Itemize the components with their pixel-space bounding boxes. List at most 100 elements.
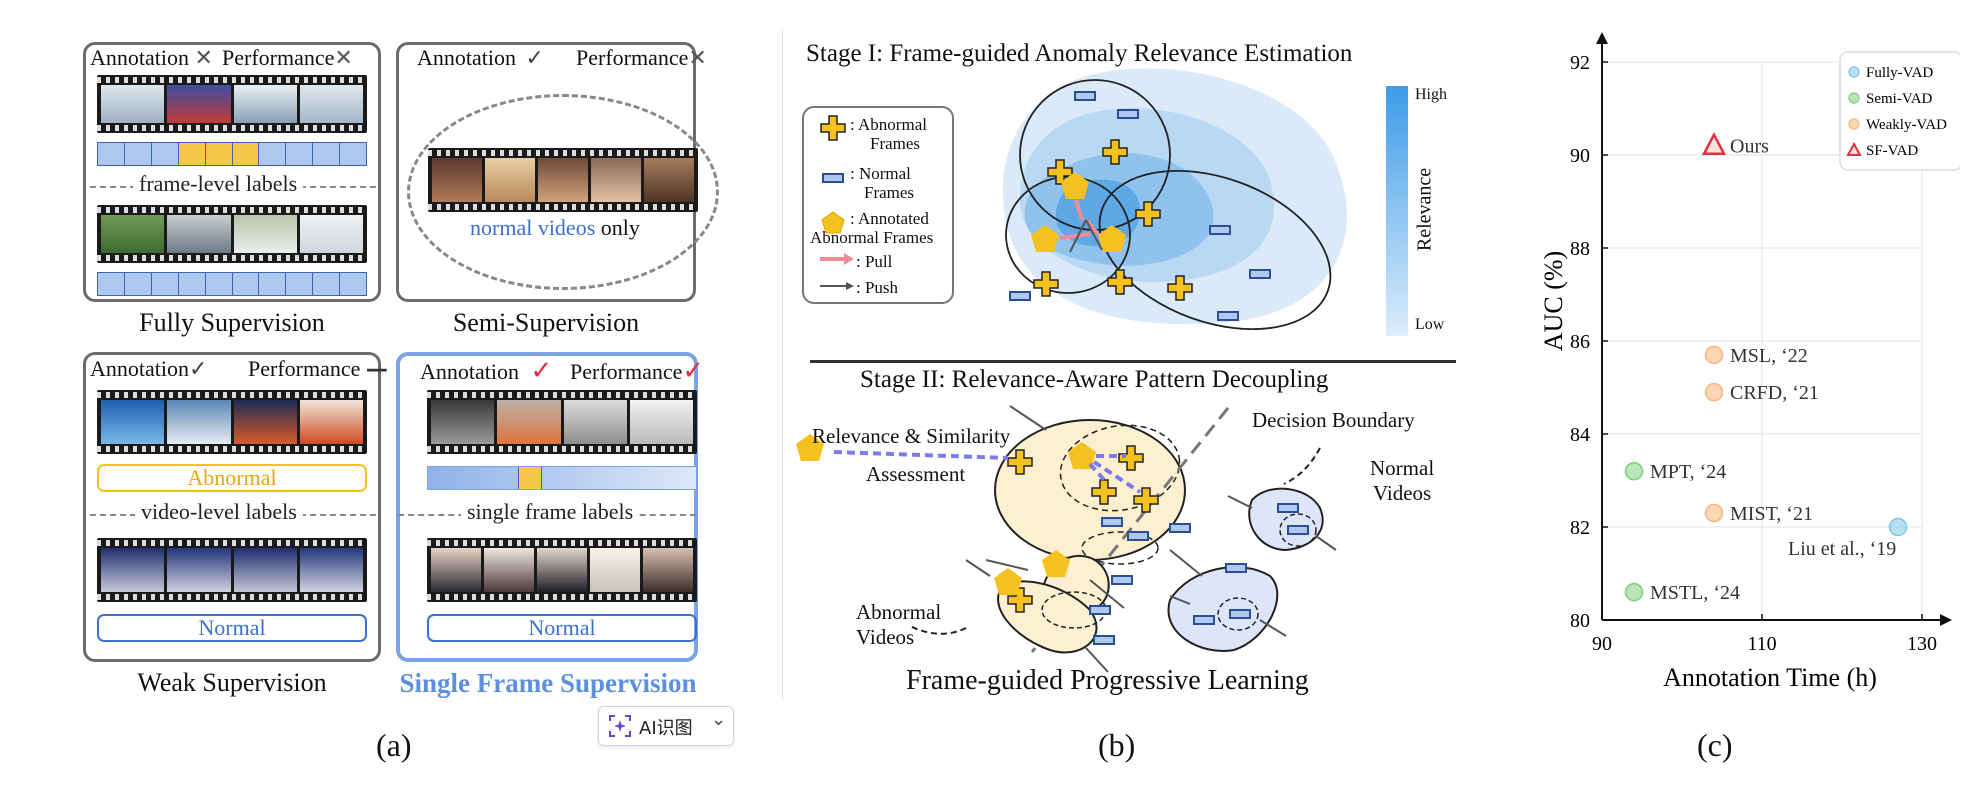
filmstrip-explosion (97, 390, 367, 454)
stage2-title: Stage II: Relevance-Aware Pattern Decoup… (860, 366, 1329, 393)
normal-videos-only-label: normal videos only (470, 215, 640, 241)
performance-label: Performance (576, 45, 689, 70)
ai-sparkle-icon (609, 715, 631, 737)
weak-performance-header: Performance — (248, 356, 388, 382)
weak-annotation-header: Annotation✓ (90, 356, 207, 382)
check-icon: ✓ (682, 356, 705, 386)
legend-push: : Push (856, 278, 899, 297)
legend-marker (1848, 92, 1860, 104)
x-tick-label: 90 (1592, 633, 1612, 655)
performance-label: Performance (248, 356, 361, 381)
colorbar-relevance-label: Relevance (1413, 167, 1436, 252)
annotation-label: Annotation (90, 356, 189, 381)
performance-label: Performance (570, 359, 683, 384)
single-frame-label-bar (427, 466, 697, 490)
assessment-label: Assessment (866, 462, 966, 486)
push-arrow-icon (846, 282, 854, 290)
single-annotation-header: Annotation ✓ (420, 356, 552, 386)
abnormal-label-pill: Abnormal (97, 464, 367, 492)
fully-performance-header: Performance✕ (222, 45, 353, 71)
only-text: only (600, 215, 640, 240)
data-point (1624, 582, 1644, 602)
single-performance-header: Performance✓ (570, 356, 704, 386)
abnormal-videos-label: Abnormal Videos (856, 600, 941, 650)
filmstrip-news (97, 538, 367, 602)
panel-divider (782, 30, 783, 700)
stage-separator (810, 360, 1456, 363)
abnormal-videos-line1: Abnormal (856, 600, 942, 624)
data-label: MIST, ‘21 (1730, 503, 1813, 525)
subcaption-a: (a) (376, 727, 412, 763)
x-tick-label: 110 (1747, 633, 1776, 655)
legend-label: Fully-VAD (1866, 65, 1933, 81)
filmstrip-fire (427, 390, 697, 454)
y-axis-label: AUC (%) (1540, 251, 1568, 351)
pentagon-icon (821, 211, 845, 234)
decision-boundary-label: Decision Boundary (1252, 408, 1415, 432)
data-label: MSL, ‘22 (1730, 345, 1808, 367)
frame-level-labels-text: frame-level labels (133, 171, 304, 197)
semi-supervision-caption: Semi-Supervision (452, 308, 640, 337)
y-tick-label: 92 (1570, 52, 1590, 74)
ai-recognize-button[interactable]: AI识图 ⌄ (598, 706, 734, 746)
legend-marker (1848, 118, 1860, 130)
dash-icon: — (365, 357, 388, 382)
data-point-triangle (1701, 132, 1727, 155)
relevance-colorbar (1386, 86, 1408, 336)
data-point (1624, 461, 1644, 481)
ai-button-label: AI识图 (639, 718, 693, 739)
plus-icon (820, 115, 846, 141)
fully-supervision-caption: Fully Supervision (139, 308, 325, 337)
legend-icons (820, 115, 854, 290)
y-tick-label: 86 (1570, 331, 1590, 353)
pull-arrow-icon (844, 253, 854, 265)
decision-boundary-line (1030, 407, 1230, 653)
single-frame-labels-text: single frame labels (461, 499, 640, 525)
data-point (1704, 345, 1724, 365)
relevance-similarity-label: Relevance & Similarity (812, 424, 1011, 448)
cluster-ellipse-right (1098, 169, 1332, 330)
normal-videos-text: normal videos (470, 215, 596, 240)
frame-level-label-bar (97, 142, 367, 166)
data-label: CRFD, ‘21 (1730, 382, 1819, 404)
progressive-learning-caption: Frame-guided Progressive Learning (906, 665, 1309, 696)
legend-box (802, 106, 954, 304)
check-icon: ✓ (530, 356, 553, 386)
stage1-title: Stage I: Frame-guided Anomaly Relevance … (806, 40, 1353, 67)
filmstrip-hockey (97, 75, 367, 133)
legend-annotated: : Annotated Abnormal Frames (810, 209, 933, 247)
filmstrip-wedding (427, 538, 697, 602)
pattern-decoupling-diagram (796, 405, 1337, 673)
y-tick-label: 90 (1570, 145, 1590, 167)
legend-annotated-line1: : Annotated (850, 209, 929, 228)
legend-normal-line1: : Normal (850, 164, 911, 183)
normal-videos-line2: Videos (1372, 481, 1432, 505)
semi-annotation-header: Annotation ✓ (417, 45, 544, 71)
data-point (1704, 503, 1724, 523)
x-tick-label: 130 (1907, 633, 1937, 655)
check-icon: ✓ (525, 46, 544, 71)
filmstrip-outdoor (97, 205, 367, 263)
subcaption-b: (b) (1098, 727, 1136, 763)
data-label: MPT, ‘24 (1650, 461, 1726, 483)
normal-videos-ellipse (407, 94, 719, 290)
x-axis-label: Annotation Time (h) (1663, 663, 1877, 692)
data-point (1704, 382, 1724, 402)
filmstrip-normal-people (428, 148, 698, 212)
y-tick-label: 88 (1570, 238, 1590, 260)
single-frame-supervision-caption: Single Frame Supervision (399, 668, 697, 698)
y-tick-label: 84 (1570, 424, 1590, 446)
legend-normal: : Normal Frames (850, 164, 914, 202)
normal-frame-icon (822, 173, 844, 183)
performance-label: Performance (222, 45, 335, 70)
chevron-down-icon: ⌄ (711, 709, 727, 730)
fully-annotation-header: Annotation ✕ (90, 45, 213, 71)
legend-abnormal-line1: : Abnormal (850, 115, 927, 134)
colorbar-high-label: High (1415, 86, 1447, 103)
cross-icon: ✕ (688, 46, 707, 71)
annotation-label: Annotation (420, 359, 519, 384)
legend-abnormal: : Abnormal Frames (850, 115, 927, 153)
normal-label-pill: Normal (427, 614, 697, 642)
check-icon: ✓ (189, 357, 208, 382)
